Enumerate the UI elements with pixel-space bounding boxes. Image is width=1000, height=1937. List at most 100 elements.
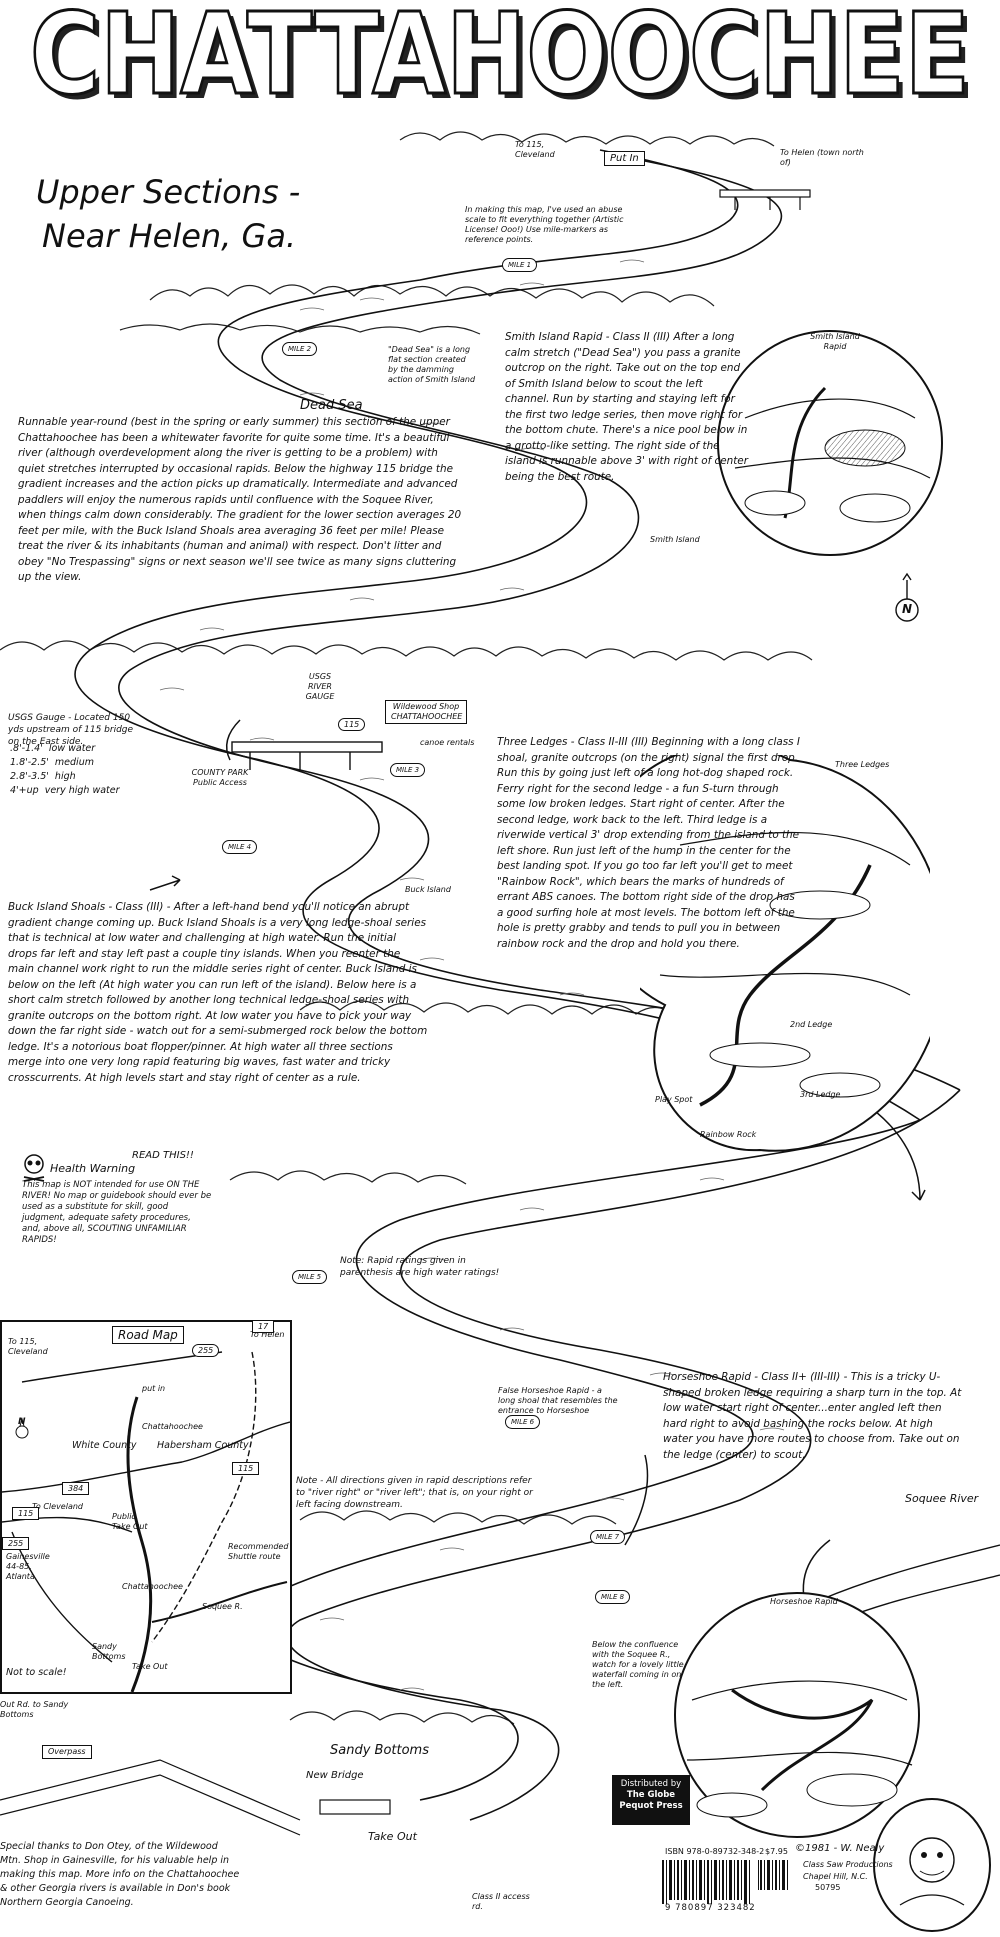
- put-in-label: Put In: [604, 151, 645, 166]
- road-map-label: White County: [72, 1440, 137, 1451]
- north-arrow: [895, 572, 919, 622]
- three-ledges-label: 3rd Ledge: [800, 1090, 841, 1099]
- buck-island-label: Buck Island: [405, 885, 451, 894]
- route-shield: 384: [62, 1482, 90, 1495]
- copyright: ©1981 - W. Nealy: [795, 1843, 885, 1854]
- top-bridge: [719, 189, 811, 210]
- subtitle-line1: Upper Sections -: [36, 173, 301, 211]
- gauge-level-row: .8'-1.4' low water: [10, 742, 140, 756]
- directions-note: Note - All directions given in rapid des…: [296, 1476, 533, 1510]
- price-label: $7.95: [765, 1847, 788, 1856]
- sandy-bottoms-bridge: [0, 1759, 391, 1836]
- road-map-label: To 115, Cleveland: [8, 1337, 48, 1356]
- smith-island-inset: [717, 330, 943, 556]
- publisher-line: The Globe: [626, 1790, 676, 1800]
- out-road-label: Out Rd. to Sandy Bottoms: [0, 1700, 69, 1719]
- road-map-label: Not to scale!: [6, 1667, 67, 1678]
- river-banks: [74, 149, 961, 1821]
- dead-sea-label: Dead Sea: [300, 398, 363, 413]
- road-map-label: Chattahoochee: [122, 1582, 183, 1591]
- health-warning-label: Health Warning: [50, 1162, 136, 1175]
- road-map-label: Recommended Shuttle route: [228, 1542, 289, 1561]
- copyright-sub: Class Saw Productions: [803, 1860, 893, 1869]
- sandy-bottoms-label: Sandy Bottoms: [330, 1743, 429, 1758]
- north-label: N: [902, 602, 913, 616]
- highway-115-label: 115: [338, 718, 366, 731]
- mile-marker: MILE 3: [390, 763, 426, 777]
- mile-marker: MILE 2: [282, 342, 318, 356]
- road-map-label: To Helen: [250, 1330, 285, 1339]
- to-cleveland-label: To 115, Cleveland: [515, 140, 555, 159]
- buck-island-text: Buck Island Shoals - Class (III) - After…: [8, 901, 428, 1084]
- subtitle-line2: Near Helen, Ga.: [42, 217, 297, 255]
- artist-portrait-circle: [873, 1798, 991, 1932]
- gauge-desc: very high water: [44, 785, 120, 796]
- road-map-label: Soquee R.: [202, 1602, 243, 1611]
- gauge-desc: low water: [48, 743, 96, 754]
- ratings-note: Note: Rapid ratings given in parenthesis…: [340, 1256, 500, 1278]
- outfitter-label: Wildewood Shop CHATTAHOOCHEE: [385, 700, 467, 724]
- thanks-text: Special thanks to Don Otey, of the Wilde…: [0, 1841, 240, 1908]
- three-ledges-label: 2nd Ledge: [790, 1020, 833, 1029]
- health-warning-text: This map is NOT intended for use ON THE …: [22, 1180, 212, 1245]
- road-map-label: Gainesville 44-85, Atlanta: [6, 1552, 50, 1581]
- road-map-label: Public Take Out: [112, 1512, 148, 1531]
- publisher-line: Distributed by: [620, 1779, 682, 1789]
- route-shield: 255: [192, 1344, 220, 1357]
- road-map-label: Sandy Bottoms: [92, 1642, 126, 1661]
- gauge-text: USGS Gauge - Located 150 yds upstream of…: [8, 713, 134, 747]
- route-shield: 17: [252, 1320, 275, 1333]
- gauge-map-label: USGS RIVER GAUGE: [305, 672, 335, 701]
- river-ripples: [159, 259, 845, 1691]
- gauge-level-row: 1.8'-2.5' medium: [10, 756, 140, 770]
- road-map-north-label: N: [18, 1417, 26, 1427]
- mile-marker: MILE 6: [505, 1415, 541, 1429]
- gauge-range: 4'+up: [10, 785, 39, 796]
- road-map-label: Habersham County: [157, 1440, 249, 1451]
- horseshoe-circle-label: Horseshoe Rapid: [770, 1597, 838, 1606]
- three-ledges-inset: [640, 755, 930, 1152]
- road-map-inset: Road Map To 115, Cleveland To Helen put …: [0, 1320, 292, 1694]
- road-map-label: Chattahoochee: [142, 1422, 203, 1431]
- mile-marker: MILE 7: [590, 1530, 626, 1544]
- horseshoe-text: Horseshoe Rapid - Class II+ (III-III) - …: [663, 1371, 962, 1461]
- skull-icon: [23, 1154, 45, 1182]
- gauge-desc: high: [54, 771, 76, 782]
- smith-island-label: Smith Island: [650, 535, 700, 544]
- to-helen-label: To Helen (town north of): [780, 148, 864, 167]
- gauge-desc: medium: [54, 757, 94, 768]
- smith-island-circle-label: Smith Island Rapid: [810, 332, 860, 351]
- route-shield: 115: [232, 1462, 260, 1475]
- road-map-label: Take Out: [132, 1662, 168, 1671]
- title-shadow: CHATTAHOOCHEE: [35, 0, 975, 120]
- route-shield: 255: [2, 1537, 30, 1550]
- gauge-range: 2.8'-3.5': [10, 771, 49, 782]
- road-map-label: To Cleveland: [32, 1502, 83, 1511]
- gauge-range: 1.8'-2.5': [10, 757, 49, 768]
- three-ledges-text: Three Ledges - Class II-III (III) Beginn…: [497, 736, 800, 950]
- soquee-river-label: Soquee River: [905, 1492, 979, 1505]
- river-illustration: [0, 131, 1000, 1836]
- mile-marker: MILE 4: [222, 840, 258, 854]
- road-map-title: Road Map: [112, 1326, 184, 1344]
- dead-sea-note: "Dead Sea" is a long flat section create…: [388, 345, 476, 384]
- map-title: CHATTAHOOCHEE CHATTAHOOCHEE: [29, 0, 976, 120]
- county-park-label: COUNTY PARK Public Access: [191, 768, 249, 787]
- mile-marker: MILE 8: [595, 1590, 631, 1604]
- gauge-level-row: 4'+up very high water: [10, 784, 140, 798]
- horseshoe-inset: [674, 1592, 920, 1838]
- three-ledges-label: Rainbow Rock: [700, 1130, 757, 1139]
- mapmaker-note: In making this map, I've used an abuse s…: [465, 205, 624, 244]
- title-text: CHATTAHOOCHEE: [30, 0, 970, 120]
- barcode-number: 9 780897 323482: [665, 1903, 756, 1913]
- gauge-levels: .8'-1.4' low water 1.8'-2.5' medium 2.8'…: [10, 742, 140, 798]
- false-horseshoe-label: False Horseshoe Rapid - a long shoal tha…: [498, 1386, 618, 1415]
- route-shield: 115: [12, 1507, 40, 1520]
- price-code: 50795: [815, 1883, 841, 1892]
- road-map-label: put in: [142, 1384, 166, 1393]
- smith-island-text: Smith Island Rapid - Class II (III) Afte…: [505, 331, 748, 483]
- barcode: [662, 1860, 788, 1904]
- mile-marker: MILE 5: [292, 1270, 328, 1284]
- mile-marker: MILE 1: [502, 258, 538, 272]
- intro-text: Runnable year-round (best in the spring …: [18, 416, 462, 583]
